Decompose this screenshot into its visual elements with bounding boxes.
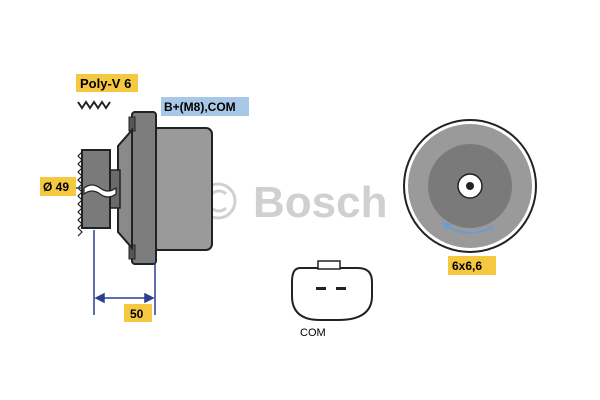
label-mount: 6x6,6: [448, 256, 496, 275]
label-diameter: Ø 49: [40, 177, 76, 196]
label-length-bg: [124, 304, 152, 322]
alternator-front-view: [403, 119, 537, 253]
label-belt-text: Poly-V 6: [80, 76, 131, 91]
alternator-side-view: [77, 100, 213, 265]
alternator-body: [151, 127, 213, 251]
bosch-watermark: © Bosch: [199, 178, 387, 227]
watermark-brand: Bosch: [253, 178, 387, 227]
pulley: [77, 149, 117, 237]
alternator-flange: [131, 111, 157, 265]
label-diameter-text: Ø 49: [43, 180, 69, 194]
connector-pin-left: [316, 287, 326, 290]
front-hub-center: [466, 182, 474, 190]
label-diameter-bg: [40, 177, 76, 196]
dim-arrow-right: [144, 292, 155, 304]
connector-pin-right: [336, 287, 346, 290]
dim-arrow-left: [94, 292, 105, 304]
label-belt-bg: [76, 74, 138, 92]
connector-plug: COM: [291, 260, 373, 339]
connector-outline: [291, 267, 373, 321]
label-terminal-text: B+(M8),COM: [164, 100, 236, 114]
label-mount-bg: [448, 256, 496, 275]
label-length-text: 50: [130, 307, 144, 321]
rotation-arrowhead: [442, 222, 452, 231]
label-mount-text: 6x6,6: [452, 259, 482, 273]
rotation-arrow-icon: [445, 225, 495, 234]
poly-v-profile-icon: [77, 100, 111, 110]
label-belt: Poly-V 6: [76, 74, 138, 92]
pulley-break: [83, 184, 117, 198]
dimension-lines: [74, 187, 156, 315]
connector-label: COM: [300, 327, 326, 339]
pulley-grooves: [77, 151, 83, 237]
label-terminal-bg: [161, 97, 249, 116]
label-terminal: B+(M8),COM: [161, 97, 249, 116]
label-length: 50: [124, 304, 152, 322]
front-housing: [117, 127, 133, 251]
connector-tab: [317, 260, 341, 270]
